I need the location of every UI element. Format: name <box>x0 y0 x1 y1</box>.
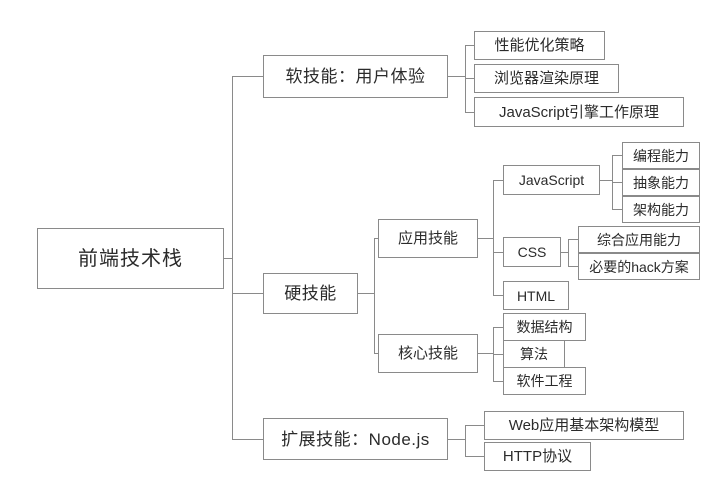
node-javascript[interactable]: JavaScript <box>503 165 600 195</box>
edge-hard-to-app <box>374 238 379 239</box>
node-js-engine-principle[interactable]: JavaScript引擎工作原理 <box>474 97 684 127</box>
node-hack-solutions[interactable]: 必要的hack方案 <box>578 253 700 280</box>
edge-js-c3 <box>612 209 623 210</box>
edge-app-to-css <box>493 252 504 253</box>
edge-soft-stub <box>448 76 465 77</box>
edge-js-stub <box>600 180 613 181</box>
node-algorithms[interactable]: 算法 <box>503 340 565 368</box>
edge-app-stub <box>478 238 494 239</box>
node-performance-optimization[interactable]: 性能优化策略 <box>474 31 605 60</box>
edge-hard-stub <box>358 293 375 294</box>
edge-css-c2 <box>568 266 579 267</box>
node-architecture-ability[interactable]: 架构能力 <box>622 196 700 223</box>
edge-hard-to-core <box>374 353 379 354</box>
edge-js-c1 <box>612 155 623 156</box>
edge-trunk-to-ext <box>232 439 264 440</box>
edge-trunk-to-soft <box>232 76 264 77</box>
edge-core-c1 <box>493 327 504 328</box>
edge-main-trunk <box>232 76 233 439</box>
edge-soft-c1 <box>465 45 475 46</box>
node-extension-skills[interactable]: 扩展技能：Node.js <box>263 418 448 460</box>
node-data-structure[interactable]: 数据结构 <box>503 313 586 341</box>
edge-css-stub <box>561 252 569 253</box>
node-http-protocol[interactable]: HTTP协议 <box>484 442 591 471</box>
node-root[interactable]: 前端技术栈 <box>37 228 224 289</box>
node-programming-ability[interactable]: 编程能力 <box>622 142 700 169</box>
edge-ext-c1 <box>465 425 485 426</box>
edge-soft-c3 <box>465 112 475 113</box>
node-web-app-architecture[interactable]: Web应用基本架构模型 <box>484 411 684 440</box>
node-app-skills[interactable]: 应用技能 <box>378 219 478 258</box>
node-css[interactable]: CSS <box>503 237 561 267</box>
edge-ext-spine <box>465 425 466 456</box>
edge-app-to-js <box>493 180 504 181</box>
edge-core-stub <box>478 353 494 354</box>
edge-css-c1 <box>568 239 579 240</box>
edge-app-to-html <box>493 295 504 296</box>
edge-trunk-to-hard <box>232 293 264 294</box>
edge-root-stub <box>224 258 233 259</box>
node-comprehensive-ability[interactable]: 综合应用能力 <box>578 226 700 253</box>
edge-js-c2 <box>612 182 623 183</box>
edge-core-c3 <box>493 381 504 382</box>
edge-css-spine <box>568 239 569 266</box>
edge-soft-c2 <box>465 78 475 79</box>
node-software-engineering[interactable]: 软件工程 <box>503 367 586 395</box>
edge-hard-spine <box>374 238 375 353</box>
edge-ext-stub <box>448 439 465 440</box>
node-core-skills[interactable]: 核心技能 <box>378 334 478 373</box>
node-soft-skills[interactable]: 软技能：用户体验 <box>263 55 448 98</box>
edge-core-c2 <box>493 354 504 355</box>
edge-ext-c2 <box>465 456 485 457</box>
node-abstraction-ability[interactable]: 抽象能力 <box>622 169 700 196</box>
edge-app-spine <box>493 180 494 295</box>
node-hard-skills[interactable]: 硬技能 <box>263 273 358 314</box>
node-browser-rendering[interactable]: 浏览器渲染原理 <box>474 64 619 93</box>
node-html[interactable]: HTML <box>503 281 569 310</box>
